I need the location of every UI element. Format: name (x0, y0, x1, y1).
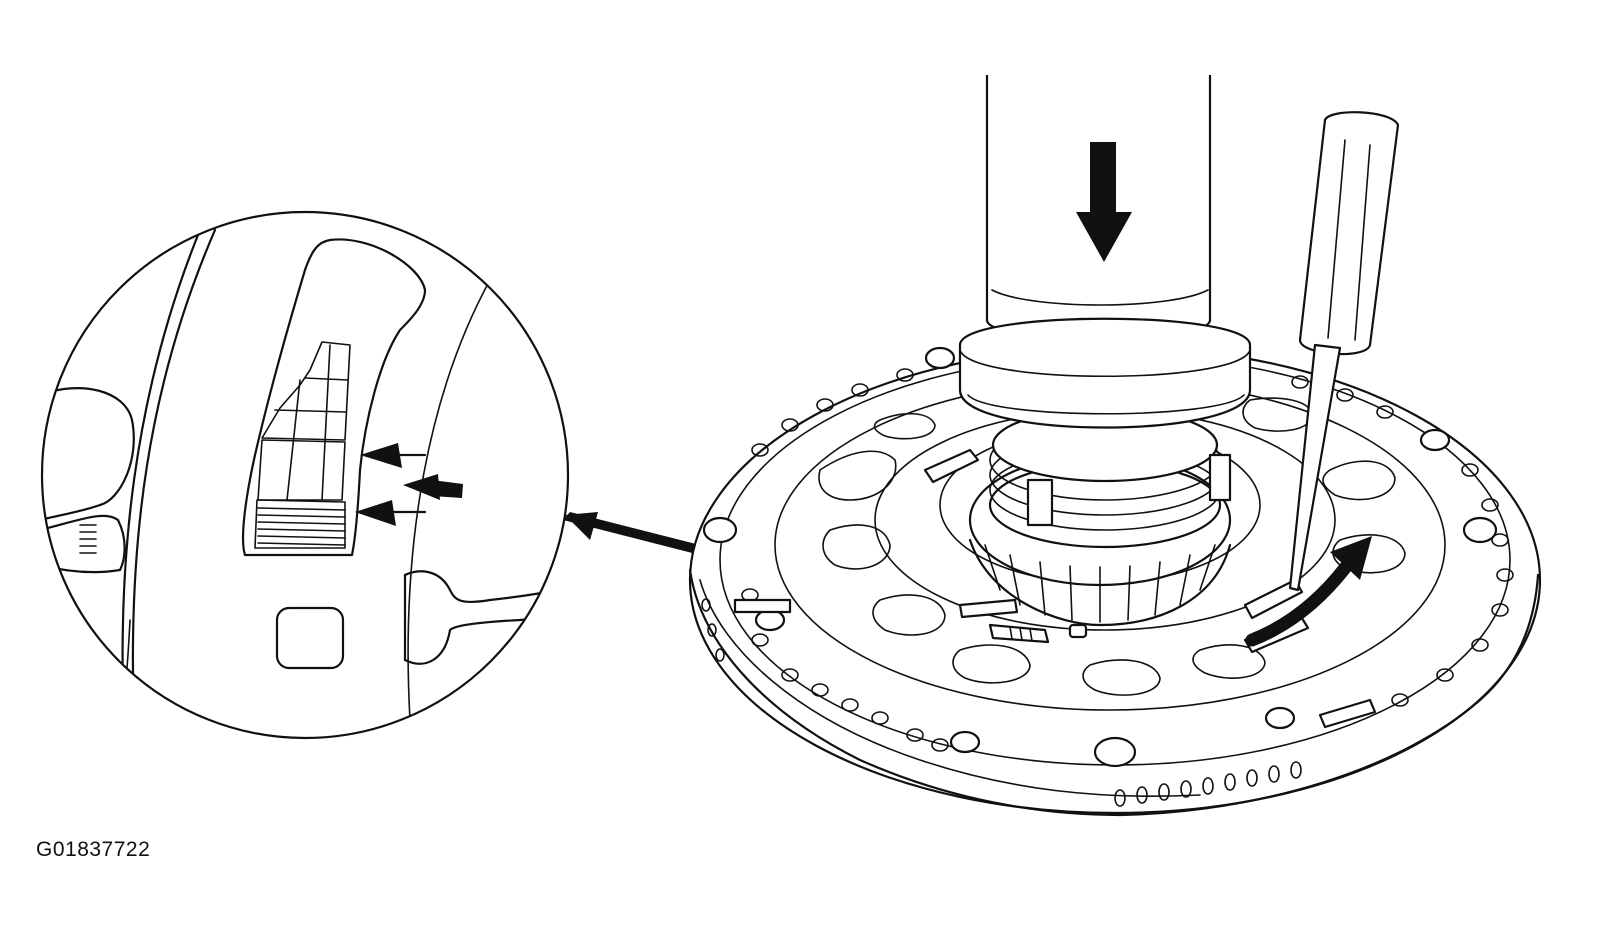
screwdriver-icon (1288, 111, 1400, 592)
outer-bolt-holes (741, 368, 1514, 752)
pump-assembly (688, 345, 1542, 817)
plate-pockets (818, 397, 1406, 696)
slot-spring (254, 499, 346, 549)
detail-arrow-upper-icon (360, 443, 427, 468)
rotation-arrow-icon (1245, 536, 1372, 647)
figure-id-label: G01837722 (36, 838, 151, 861)
down-arrow-icon (1076, 142, 1132, 262)
plate-bosses (702, 346, 1498, 768)
spring-pin (988, 623, 1088, 644)
hub-vanes (984, 544, 1216, 623)
detail-arrow-lower-icon (355, 500, 427, 526)
left-spring-detail (79, 524, 97, 554)
slot-plug (257, 341, 351, 501)
detail-arrow-middle-icon (403, 474, 463, 500)
coil-spring (988, 407, 1232, 549)
magnifier-detail-icon (40, 210, 570, 740)
